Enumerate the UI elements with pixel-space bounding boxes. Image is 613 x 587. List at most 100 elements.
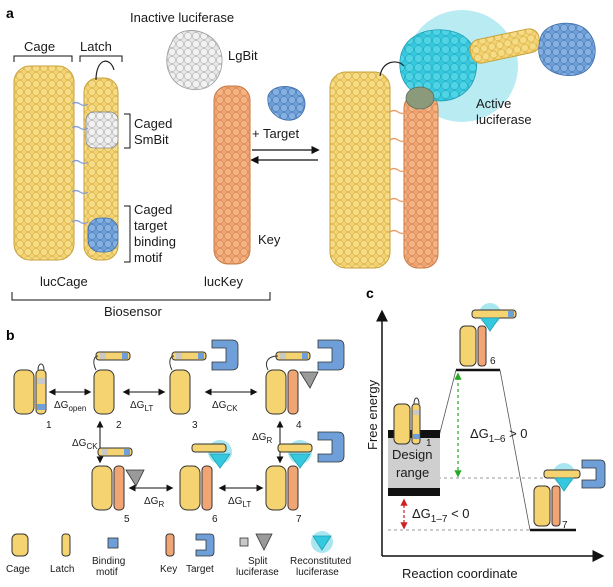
dg-r1-sub: R [266, 436, 272, 445]
dg-r2-main: ΔG [144, 496, 159, 507]
state-2-label: 2 [116, 420, 122, 431]
legend-split-large-swatch [255, 533, 273, 551]
active-smbit [405, 86, 435, 110]
svg-text:ΔG1–6 > 0: ΔG1–6 > 0 [470, 426, 528, 445]
caged-target-label-2: target [134, 218, 168, 233]
dg17-rel: < 0 [447, 506, 469, 521]
dg-ck1-sub: CK [226, 404, 238, 413]
luccage-cage [13, 65, 75, 261]
caged-smbit-region [85, 111, 119, 149]
legend-latch: Latch [50, 564, 74, 575]
caged-smbit-label-1: Caged [134, 116, 172, 131]
dg-open-sub: open [68, 404, 86, 413]
legend-split-2: luciferase [236, 567, 279, 578]
dg-ck2-sub: CK [86, 442, 98, 451]
legend-split-1: Split [248, 556, 268, 567]
panel-a: a Cage Latch Caged SmBit Caged target bi… [6, 5, 596, 319]
legend-binding-2: motif [96, 567, 118, 578]
panel-b: b 1 ΔGopen 2 ΔGLT [6, 327, 345, 525]
dg-lt1-main: ΔG [130, 400, 145, 411]
state-5-label: 5 [124, 514, 130, 525]
dg17-main: ΔG [412, 506, 431, 521]
c-state-1-label: 1 [426, 438, 432, 449]
smbit-bracket [124, 113, 131, 149]
target-protein [267, 86, 306, 121]
caged-target-label-3: binding [134, 234, 176, 249]
active-latch [469, 28, 541, 64]
dg-lt2-sub: LT [242, 500, 251, 509]
luccage-label: lucCage [40, 274, 88, 289]
inactive-luciferase-label: Inactive luciferase [130, 10, 234, 25]
latch-linker [95, 60, 115, 81]
legend-split-small-swatch [239, 537, 249, 547]
c-state-7-icon [533, 459, 606, 527]
legend-latch-swatch [61, 533, 71, 557]
c-state-6-label: 6 [490, 356, 496, 367]
active-cage [329, 71, 391, 269]
svg-text:ΔGR: ΔGR [144, 496, 164, 509]
path-6-7 [499, 369, 531, 531]
state-2 [93, 351, 131, 415]
active-interface [389, 109, 407, 235]
dg-r1-main: ΔG [252, 432, 267, 443]
legend-binding-swatch [107, 537, 119, 549]
legend-recon-2: luciferase [296, 567, 339, 578]
lgbit-label: LgBit [228, 48, 258, 63]
design-range-label-1: Design [392, 447, 432, 462]
dg-ck2-main: ΔG [72, 438, 87, 449]
svg-text:ΔGLT: ΔGLT [130, 400, 153, 413]
panel-a-letter: a [6, 5, 14, 21]
svg-text:ΔGR: ΔGR [252, 432, 272, 445]
state-7 [265, 431, 345, 511]
state-4-label: 4 [296, 420, 302, 431]
c-state-1-icon [393, 397, 421, 445]
key-label: Key [258, 232, 281, 247]
design-range-label-2: range [396, 465, 429, 480]
legend-cage: Cage [6, 564, 30, 575]
luckey-shape [213, 85, 251, 265]
state-4 [265, 339, 345, 415]
caged-binding-region [87, 217, 119, 253]
active-label-2: luciferase [476, 112, 532, 127]
biosensor-bracket [11, 292, 271, 301]
state-7-label: 7 [296, 514, 302, 525]
legend-target-swatch [195, 533, 215, 557]
caged-target-label-1: Caged [134, 202, 172, 217]
dg-lt1-sub: LT [144, 404, 153, 413]
svg-text:ΔGopen: ΔGopen [54, 400, 86, 413]
lgbit-shape [166, 30, 223, 91]
svg-text:ΔG1–7 < 0: ΔG1–7 < 0 [412, 506, 470, 525]
dg-open-main: ΔG [54, 400, 69, 411]
panel-b-letter: b [6, 327, 15, 343]
state-6 [179, 440, 232, 511]
plus-target-label: + Target [252, 126, 299, 141]
interface-squiggles [71, 101, 89, 225]
dg16-rel: > 0 [505, 426, 527, 441]
active-key [403, 93, 439, 269]
caged-target-label-4: motif [134, 250, 163, 265]
svg-text:ΔGCK: ΔGCK [212, 400, 238, 413]
y-axis-label: Free energy [365, 379, 380, 450]
legend-recon-swatch [312, 535, 332, 551]
binding-bracket [124, 205, 131, 263]
legend: Cage Latch Binding motif Key Target Spli… [6, 531, 351, 578]
legend-target: Target [186, 564, 214, 575]
dg17-sub: 1–7 [431, 514, 448, 525]
state-6-label: 6 [212, 514, 218, 525]
biosensor-label: Biosensor [104, 304, 162, 319]
panel-c: c Free energy Reaction coordinate Design… [365, 285, 606, 581]
c-state-6-icon [459, 303, 517, 367]
legend-recon-1: Reconstituted [290, 556, 351, 567]
cage-bracket [13, 55, 73, 62]
svg-text:ΔGCK: ΔGCK [72, 438, 98, 451]
active-linker [379, 61, 405, 77]
panel-c-letter: c [366, 285, 374, 301]
legend-binding-1: Binding [92, 556, 125, 567]
state-5 [91, 447, 145, 511]
legend-cage-swatch [11, 533, 29, 557]
latch-label: Latch [80, 39, 112, 54]
state-1 [13, 363, 47, 415]
dg16-sub: 1–6 [489, 434, 506, 445]
active-target [538, 22, 596, 76]
legend-key-swatch [165, 533, 175, 557]
